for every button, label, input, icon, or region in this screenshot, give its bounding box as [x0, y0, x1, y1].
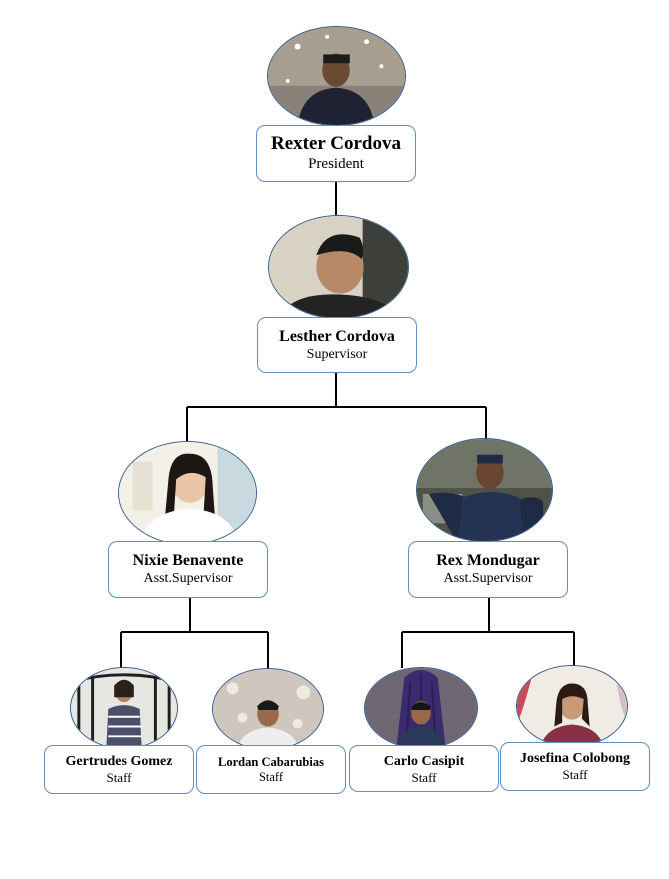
member-card-carlo: Carlo Casipit Staff	[349, 745, 499, 792]
member-role-lesther: Supervisor	[306, 347, 368, 362]
member-photo-lesther	[268, 215, 409, 319]
member-name-lesther: Lesther Cordova	[279, 328, 395, 345]
member-card-rexter: Rexter Cordova President	[256, 125, 416, 182]
member-role-rexter: President	[308, 156, 364, 172]
member-card-rex: Rex Mondugar Asst.Supervisor	[408, 541, 568, 598]
member-name-nixie: Nixie Benavente	[132, 552, 244, 569]
member-name-rexter: Rexter Cordova	[271, 133, 401, 154]
member-role-gertrudes: Staff	[106, 770, 132, 785]
member-card-lesther: Lesther Cordova Supervisor	[257, 317, 417, 373]
member-photo-gertrudes	[70, 667, 178, 749]
member-role-carlo: Staff	[411, 770, 437, 785]
member-name-lordan: Lordan Cabarubias	[218, 755, 324, 769]
member-photo-carlo	[364, 667, 478, 749]
member-card-nixie: Nixie Benavente Asst.Supervisor	[108, 541, 268, 598]
member-name-gertrudes: Gertrudes Gomez	[65, 754, 173, 769]
member-role-rex: Asst.Supervisor	[443, 571, 533, 586]
member-card-lordan: Lordan Cabarubias Staff	[196, 745, 346, 794]
member-name-carlo: Carlo Casipit	[383, 754, 465, 769]
member-card-josefina: Josefina Colobong Staff	[500, 742, 650, 791]
member-role-lordan: Staff	[258, 770, 284, 784]
member-card-gertrudes: Gertrudes Gomez Staff	[44, 745, 194, 794]
member-role-nixie: Asst.Supervisor	[143, 571, 233, 586]
member-photo-lordan	[212, 668, 324, 750]
member-photo-nixie	[118, 441, 257, 545]
member-photo-josefina	[516, 665, 628, 747]
member-name-josefina: Josefina Colobong	[519, 751, 631, 766]
member-role-josefina: Staff	[562, 767, 588, 782]
member-name-rex: Rex Mondugar	[436, 552, 540, 569]
member-photo-rex	[416, 438, 553, 542]
member-photo-rexter	[267, 26, 406, 126]
